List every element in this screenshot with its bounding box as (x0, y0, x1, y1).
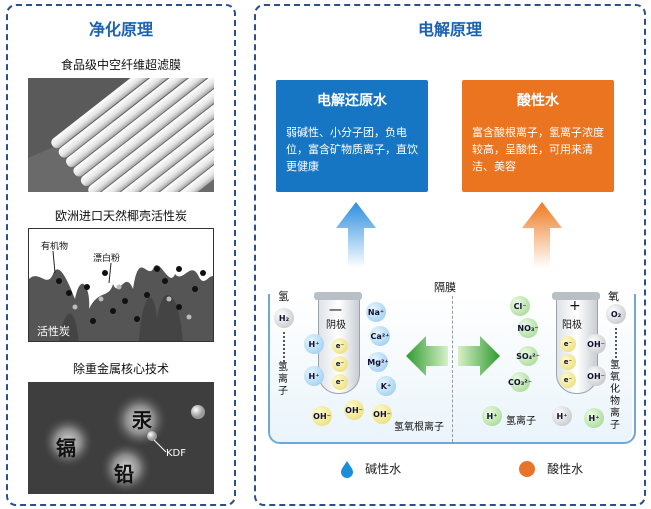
electron-2: e⁻ (332, 356, 348, 372)
kdf-label: KDF (166, 448, 187, 459)
activated-carbon-image: 有机物 漂白粉 活性炭 (28, 228, 214, 342)
acid-water-text: 富含酸根离子，氢离子浓度较高，呈酸性，可用来清洁、美容 (472, 126, 604, 173)
lead-label: 铅 (114, 462, 134, 486)
oxygen-dotted-arrow (615, 328, 617, 358)
oh-ion-2: OH⁻ (344, 400, 364, 420)
bleach-label: 漂白粉 (93, 254, 121, 264)
mg-ion: Mg²⁺ (367, 352, 389, 372)
activated-carbon-caption: 欧洲进口天然椰壳活性炭 (54, 209, 187, 223)
cadmium-label: 镉 (56, 436, 76, 460)
no3-ion: NO₃⁻ (517, 318, 539, 338)
oh-ion-1: OH⁻ (312, 406, 332, 426)
electrolysis-title: 电解原理 (417, 20, 482, 39)
anode-electron-1: e⁻ (560, 336, 576, 352)
membrane-label: 隔膜 (434, 281, 456, 294)
hydroxide-vertical-label: 氢氧化物离子 (610, 360, 620, 431)
anode-electron-3: e⁻ (560, 372, 576, 388)
hydroxide-label: 氢氧根离子 (394, 422, 444, 433)
k-ion: K⁺ (376, 376, 396, 396)
oxygen-label: 氧 (608, 290, 619, 303)
hydrogen-ion-vertical-label: 氢离子 (278, 362, 288, 397)
hydrogen-dotted-arrow (283, 332, 285, 362)
cathode-cap (314, 292, 362, 300)
anode-sign: + (569, 298, 581, 314)
acid-water-title: 酸性水 (517, 93, 559, 109)
anode-oh-ion-1: OH⁻ (586, 334, 606, 354)
anode-label: 阳极 (562, 320, 582, 331)
cathode-sign: 一 (329, 304, 343, 319)
cathode-label: 阴极 (326, 320, 346, 331)
heavy-metal-caption: 除重金属核心技术 (72, 362, 169, 376)
na-ion: Na⁺ (366, 302, 386, 322)
mercury-label: 汞 (132, 408, 152, 432)
anode-hplus-ion-3: H⁺ (584, 408, 604, 428)
electron-1: e⁻ (332, 338, 348, 354)
anode-oh-ion-2: OH⁻ (586, 366, 606, 386)
alkaline-up-arrow-icon (336, 202, 376, 268)
left-green-arrow-icon (406, 336, 448, 376)
ultrafiltration-caption: 食品级中空纤维超滤膜 (60, 58, 181, 72)
anode-hplus-ion-2: H⁺ (552, 406, 572, 426)
acid-legend: 酸性水 (518, 458, 583, 478)
anode-electron-2: e⁻ (560, 354, 576, 370)
activated-carbon-label: 活性炭 (37, 325, 70, 338)
blue-drop-icon (341, 460, 353, 478)
acid-water-box: 酸性水 富含酸根离子，氢离子浓度较高，呈酸性，可用来清洁、美容 (462, 80, 614, 192)
co3-ion: CO₃²⁻ (508, 372, 532, 392)
alkaline-water-text: 弱碱性、小分子团，负电位，富含矿物质离子，直饮更健康 (286, 126, 418, 173)
purification-panel: 净化原理 食品级中空纤维超滤膜 (6, 4, 236, 506)
cl-ion: Cl⁻ (510, 296, 530, 316)
acid-up-arrow-icon (522, 202, 562, 268)
hydrogen-label: 氢 (278, 290, 289, 303)
heavy-metal-image: 汞 镉 铅 KDF (28, 382, 214, 494)
alkaline-water-box: 电解还原水 弱碱性、小分子团，负电位，富含矿物质离子，直饮更健康 (276, 80, 428, 192)
hollow-fiber-membrane-image (28, 78, 214, 192)
electrolysis-panel: 电解原理 电解还原水 弱碱性、小分子团，负电位，富含矿物质离子，直饮更健康 酸性… (254, 4, 646, 506)
orange-drop-icon (519, 460, 535, 477)
alkaline-water-title: 电解还原水 (317, 93, 387, 109)
oh-ion-3: OH⁻ (372, 404, 392, 424)
electrolysis-tank (268, 294, 636, 444)
organic-matter-label: 有机物 (41, 242, 69, 252)
alkaline-legend: 碱性水 (340, 458, 401, 478)
so4-ion: SO₄²⁻ (516, 346, 540, 366)
hydrogen-ion-label: 氢离子 (506, 416, 536, 427)
right-green-arrow-icon (458, 336, 500, 376)
h2-molecule: H₂ (274, 308, 294, 328)
anode-hplus-ion-1: H⁺ (482, 406, 502, 426)
ca-ion: Ca²⁺ (370, 326, 390, 346)
alkaline-legend-label: 碱性水 (365, 462, 402, 476)
purification-title: 净化原理 (88, 20, 153, 39)
membrane-line (452, 296, 453, 442)
o2-molecule: O₂ (606, 304, 626, 324)
hplus-ion-2: H⁺ (304, 366, 324, 386)
acid-legend-label: 酸性水 (547, 462, 584, 476)
anode-cap (552, 292, 600, 300)
electron-3: e⁻ (332, 374, 348, 390)
hplus-ion-1: H⁺ (304, 334, 324, 354)
